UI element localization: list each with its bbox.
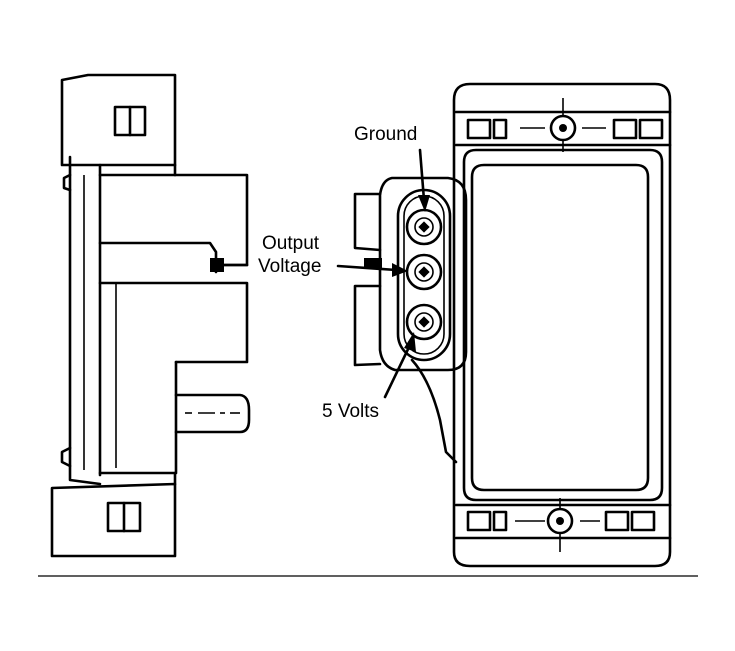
sensor-side-view bbox=[50, 73, 251, 558]
label-output-line2: Voltage bbox=[258, 256, 321, 277]
pin-5-volts bbox=[405, 303, 443, 341]
callout-ground: Ground bbox=[354, 124, 430, 212]
label-5-volts: 5 Volts bbox=[322, 401, 379, 422]
pin-ground bbox=[405, 208, 443, 246]
pin-output-voltage bbox=[405, 253, 443, 291]
label-ground: Ground bbox=[354, 124, 417, 145]
sensor-front-view bbox=[353, 82, 672, 568]
label-output-line1: Output bbox=[262, 233, 320, 254]
callout-output-voltage: Output Voltage bbox=[258, 233, 408, 277]
callout-5-volts: 5 Volts bbox=[322, 332, 416, 422]
